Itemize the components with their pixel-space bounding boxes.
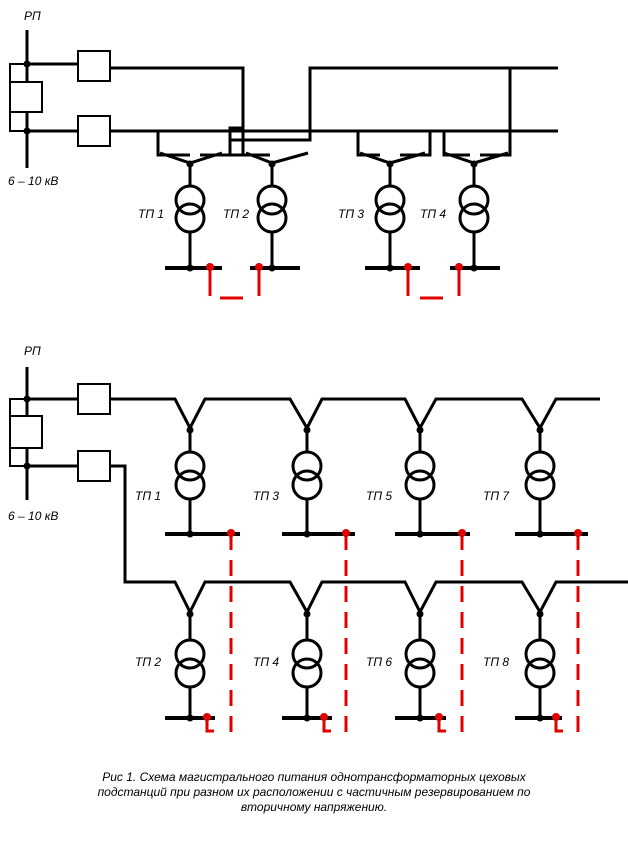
transformer-tp4-top: [458, 160, 490, 268]
tp-label: ТП 2: [135, 655, 161, 669]
caption-line: Рис 1. Схема магистрального питания одно…: [102, 770, 526, 784]
transformer-tp8-bottom: [524, 610, 556, 718]
figure-caption: Рис 1. Схема магистрального питания одно…: [30, 770, 598, 815]
reserve-link-tp7-tp8-bottom: [552, 529, 582, 734]
feeder-breaker-1-top: [77, 50, 111, 82]
tp-label: ТП 6: [366, 655, 392, 669]
tp-label: ТП 7: [483, 489, 510, 503]
tp-label: ТП 5: [366, 489, 392, 503]
tp-label: ТП 2: [223, 207, 249, 221]
feeder-line-b-top: [110, 129, 190, 157]
sectional-switch-bottom: [9, 415, 43, 449]
tp-label: ТП 4: [420, 207, 446, 221]
feeder-breaker-2-top: [77, 115, 111, 147]
reserve-link-tp1-tp2-bottom: [203, 529, 235, 734]
tp-label: ТП 1: [138, 207, 164, 221]
feeder-line-lower-bottom: [110, 464, 628, 616]
tp-label: ТП 3: [338, 207, 364, 221]
transformer-tp1-top: [174, 160, 206, 268]
transformer-tp6-bottom: [404, 610, 436, 718]
voltage-label-bottom: 6 – 10 кВ: [8, 509, 58, 523]
rp-label-top: РП: [24, 9, 41, 23]
voltage-label-top: 6 – 10 кВ: [8, 174, 58, 188]
feeder-line-upper-bottom: [110, 397, 600, 432]
bottom-diagram: РП 6 – 10 кВ ТП 1 ТП 3 ТП 5 ТП 7 ТП 2 ТП…: [8, 344, 628, 734]
transformer-tp7-bottom: [524, 426, 556, 534]
caption-line: подстанций при разном их расположении с …: [97, 785, 531, 799]
tp-label: ТП 8: [483, 655, 509, 669]
transformer-tp1-bottom: [174, 426, 206, 534]
tp-label: ТП 1: [135, 489, 161, 503]
feeder-breaker-1-bottom: [77, 383, 111, 415]
feeder-breaker-2-bottom: [77, 450, 111, 482]
tp-label: ТП 4: [253, 655, 279, 669]
reserve-link-tp3-tp4-top: [404, 263, 463, 300]
reserve-link-tp3-tp4-bottom: [320, 529, 350, 734]
transformer-tp2-top: [256, 160, 288, 268]
transformer-tp3-bottom: [291, 426, 323, 534]
transformer-tp3-top: [374, 160, 406, 268]
transformer-tp2-bottom: [174, 610, 206, 718]
rp-label-bottom: РП: [24, 344, 41, 358]
top-diagram: РП 6 – 10 кВ ТП 1 ТП 2 ТП 3 ТП 4: [8, 9, 558, 300]
tp-label: ТП 3: [253, 489, 279, 503]
reserve-link-tp1-tp2-top: [206, 263, 263, 300]
transformer-tp4-bottom: [291, 610, 323, 718]
reserve-link-tp5-tp6-bottom: [435, 529, 466, 734]
transformer-tp5-bottom: [404, 426, 436, 534]
caption-line: вторичному напряжению.: [240, 800, 388, 814]
feeder-line-a-top: [110, 66, 245, 157]
sectional-switch-top: [9, 81, 43, 113]
